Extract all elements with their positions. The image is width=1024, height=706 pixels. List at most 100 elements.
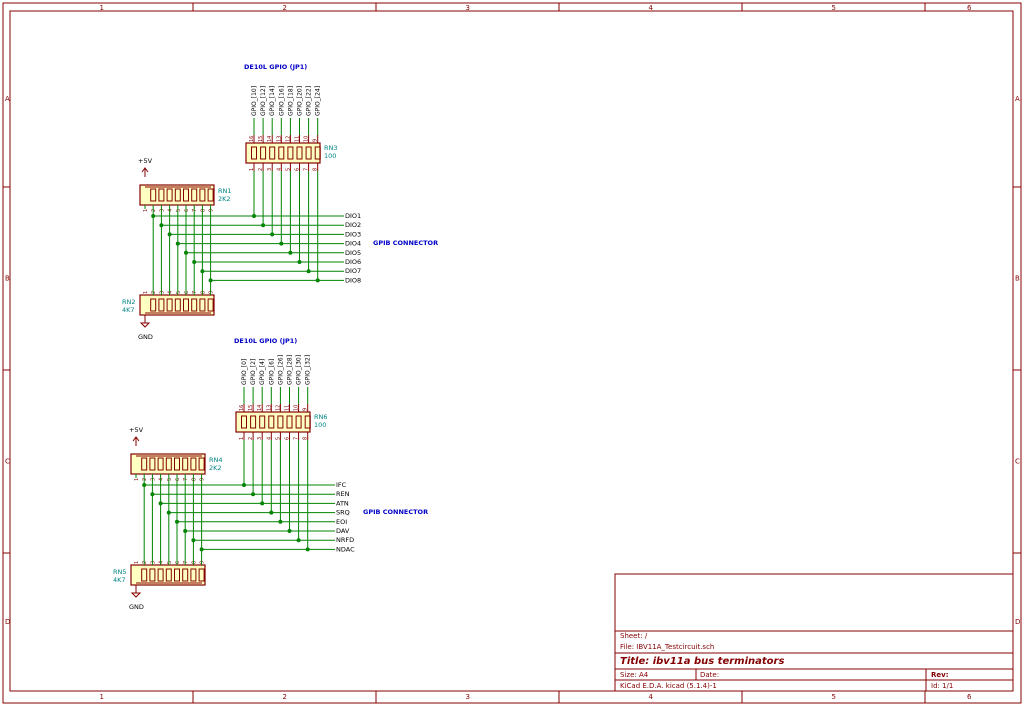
resistor-element	[157, 457, 164, 471]
resistor-element	[157, 568, 164, 582]
pin-number: 5	[275, 437, 281, 440]
connector-note: GPIB CONNECTOR	[373, 239, 438, 247]
pin-number: 4	[159, 561, 165, 564]
junction-dot	[315, 278, 320, 283]
gpio-label: GPIO_[30]	[296, 355, 303, 385]
tb-id: Id: 1/1	[931, 682, 953, 690]
pin-number: 3	[159, 209, 165, 212]
border-row-label: D	[1015, 618, 1020, 626]
resistor-element	[191, 188, 198, 202]
resistor-element	[314, 146, 321, 160]
gpio-label: GPIO_[2]	[250, 359, 257, 385]
resistor-element	[183, 188, 189, 202]
pin-number: 15	[248, 405, 254, 411]
junction-dot	[260, 501, 265, 506]
resistor-network-body	[235, 411, 311, 433]
pin-number: 8	[313, 168, 319, 171]
junction-dot	[279, 241, 284, 246]
rn-top-ref: RN3	[324, 144, 338, 152]
junction-dot	[251, 492, 256, 497]
resistor-element	[296, 146, 303, 160]
bus-label: DIO2	[345, 221, 361, 229]
resistor-element	[259, 415, 266, 429]
gpio-label: GPIO_[32]	[305, 355, 312, 385]
pin-number: 3	[257, 437, 263, 440]
resistor-element	[250, 415, 257, 429]
resistor-element	[207, 298, 214, 312]
border-row-label: C	[1015, 458, 1020, 466]
pin-number: 8	[303, 437, 309, 440]
junction-dot	[306, 269, 311, 274]
gpio-label: GPIO_[26]	[277, 355, 284, 385]
junction-dot	[200, 269, 205, 274]
pin-number: 3	[150, 561, 156, 564]
pin-number: 9	[200, 478, 206, 481]
pin-number: 3	[150, 478, 156, 481]
pin-number: 11	[295, 136, 301, 142]
gpio-label: GPIO_[14]	[269, 86, 276, 116]
resistor-element	[165, 568, 172, 582]
resistor-element	[149, 568, 156, 582]
resistor-element	[198, 457, 205, 471]
rn-pullup-ref: RN4	[209, 456, 223, 464]
tb-date: Date:	[700, 671, 719, 679]
resistor-element	[174, 298, 181, 312]
pin-number: 2	[142, 478, 148, 481]
pin-number: 1	[143, 291, 149, 294]
pin-number: 1	[134, 478, 140, 481]
resistor-element	[287, 146, 294, 160]
junction-dot	[158, 501, 163, 506]
pin-number: 6	[285, 437, 291, 440]
pin-number: 5	[176, 209, 182, 212]
border-col-label: 5	[832, 4, 836, 12]
pin-number: 7	[183, 561, 189, 564]
inner-frame	[9, 10, 1014, 692]
tb-title: Title: ibv11a bus terminators	[620, 656, 784, 667]
rn-pulldown-ref: RN2	[122, 298, 136, 306]
border-col-label: 6	[967, 4, 972, 12]
circuit-dio: DE10L GPIO (JP1)GPIO_[10]GPIO_[12]GPIO_[…	[122, 63, 438, 341]
bus-label: DIO5	[345, 249, 361, 257]
resistor-element	[190, 568, 197, 582]
junction-dot	[288, 250, 293, 255]
border-row-label: B	[5, 275, 10, 283]
junction-dot	[208, 278, 213, 283]
circuit-control: DE10L GPIO (JP1)GPIO_[0]GPIO_[2]GPIO_[4]…	[113, 337, 428, 611]
pin-number: 4	[159, 478, 165, 481]
bus-label: DIO3	[345, 230, 361, 238]
resistor-element	[295, 415, 302, 429]
pin-number: 6	[175, 478, 181, 481]
gpio-label: GPIO_[6]	[268, 359, 275, 385]
pin-number: 7	[304, 168, 310, 171]
pin-number: 5	[176, 291, 182, 294]
rn-pullup-ref: RN1	[218, 187, 232, 195]
bus-label: DIO6	[345, 258, 361, 266]
border-col-label: 1	[100, 693, 104, 701]
junction-dot	[183, 529, 188, 533]
border-row-label: B	[1015, 275, 1020, 283]
pin-number: 5	[167, 478, 173, 481]
pin-number: 1	[143, 209, 149, 212]
junction-dot	[242, 483, 246, 487]
tb-file: File: IBV11A_Testcircuit.sch	[620, 643, 714, 651]
pin-number: 1	[239, 437, 245, 440]
junction-dot	[278, 519, 283, 524]
tb-tool: KiCad E.D.A. kicad (5.1.4)-1	[620, 682, 717, 690]
junction-dot	[270, 232, 275, 237]
junction-dot	[252, 214, 256, 218]
pin-number: 15	[258, 136, 264, 142]
junction-dot	[305, 547, 310, 552]
border-col-label: 1	[100, 4, 104, 12]
pin-number: 4	[266, 437, 272, 440]
resistor-element	[183, 298, 189, 312]
pin-number: 10	[304, 136, 310, 142]
junction-dot	[159, 223, 164, 228]
bus-label: SRQ	[336, 509, 350, 517]
gnd-label: GND	[138, 333, 153, 341]
resistor-element	[174, 188, 181, 202]
pin-number: 9	[200, 561, 206, 564]
rn-top-value: 100	[324, 152, 336, 160]
gpio-header: DE10L GPIO (JP1)	[244, 63, 307, 71]
pin-number: 2	[248, 437, 254, 440]
